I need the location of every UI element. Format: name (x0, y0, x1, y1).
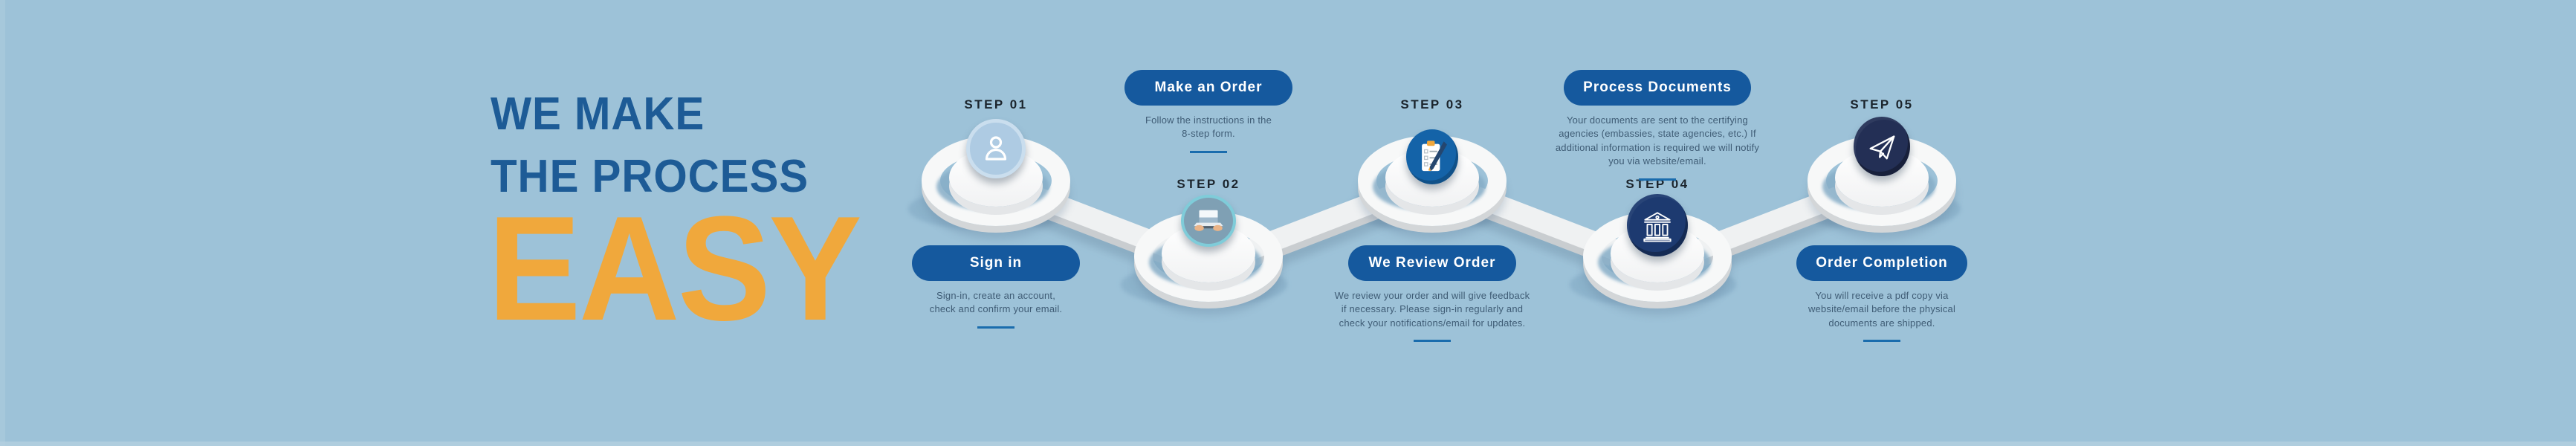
step-description: Your documents are sent to the certifyin… (1555, 114, 1760, 167)
title-highlight: EASY (488, 186, 862, 352)
step-pill-button[interactable]: Sign in (912, 245, 1080, 281)
step-pill-button[interactable]: Process Documents (1564, 70, 1751, 106)
step-description: Sign-in, create an account, check and co… (929, 290, 1063, 315)
left-edge-strip (0, 0, 5, 446)
step-icon-badge (966, 119, 1026, 178)
step-label: STEP 02 (1177, 177, 1240, 191)
paper-plane-icon (1869, 135, 1895, 160)
title-line-1: WE MAKE (491, 88, 705, 140)
accent-underline (977, 326, 1014, 329)
accent-underline (1639, 178, 1676, 181)
title-line-2: THE PROCESS (491, 151, 809, 202)
bottom-edge-strip (0, 442, 2576, 446)
step-pill-button[interactable]: Order Completion (1796, 245, 1967, 281)
step-icon-badge (1406, 129, 1458, 184)
user-icon (985, 136, 1007, 161)
step-pill-button[interactable]: Make an Order (1124, 70, 1292, 106)
step-icon-badge (1854, 117, 1910, 176)
laptop-order-icon (1194, 210, 1223, 231)
step-icon-badge (1627, 194, 1688, 256)
accent-underline (1414, 340, 1451, 343)
step-description: You will receive a pdf copy via website/… (1808, 290, 1956, 329)
step-description: We review your order and will give feedb… (1334, 290, 1530, 329)
step-description: Follow the instructions in the 8-step fo… (1145, 114, 1272, 140)
title-block: WE MAKE THE PROCESS EASY (488, 0, 980, 446)
bank-icon (1643, 212, 1672, 242)
step-pill-button[interactable]: We Review Order (1348, 245, 1516, 281)
accent-underline (1863, 340, 1900, 343)
step-label: STEP 05 (1850, 97, 1914, 112)
accent-underline (1190, 150, 1227, 153)
step-icon-badge (1181, 195, 1236, 247)
step-label: STEP 03 (1400, 97, 1464, 112)
step-label: STEP 01 (964, 97, 1028, 112)
clipboard-review-icon (1422, 140, 1447, 172)
